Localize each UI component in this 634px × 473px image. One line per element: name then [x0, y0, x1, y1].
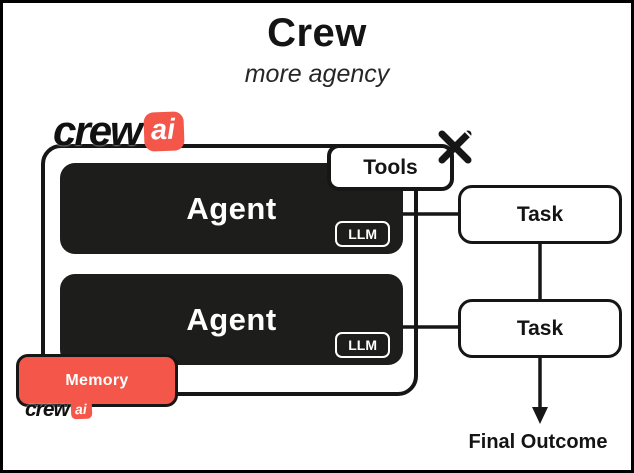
final-outcome-label: Final Outcome: [468, 431, 608, 453]
task-1-label: Task: [516, 202, 564, 226]
agent-1-label: Agent: [186, 190, 277, 226]
memory-box: Memory: [16, 354, 178, 407]
memory-label: Memory: [65, 371, 129, 389]
page-subtitle: more agency: [244, 60, 390, 88]
task-box-1: Task: [458, 185, 622, 244]
crewai-logo-small: crew ai: [25, 399, 92, 420]
page-title: Crew: [267, 11, 367, 55]
crewai-logo-crew-text: crew: [53, 107, 143, 154]
task-box-2: Task: [458, 299, 622, 358]
crewai-logo-ai-badge: ai: [143, 110, 185, 152]
tools-box: Tools: [327, 144, 454, 191]
tools-label: Tools: [363, 155, 418, 179]
arrowhead-final-outcome: [532, 407, 548, 424]
crewai-logo-small-crew-text: crew: [25, 398, 70, 421]
agent-2-label: Agent: [186, 301, 277, 337]
agent-1-llm-badge: LLM: [335, 221, 390, 247]
crew-boundary-box: [41, 144, 418, 396]
crewai-logo: crew ai: [53, 107, 185, 154]
agent-2-llm-badge: LLM: [335, 332, 390, 358]
agent-box-2: Agent LLM: [60, 274, 403, 365]
crewai-logo-small-ai-badge: ai: [70, 399, 92, 420]
crossed-tools-icon: [438, 130, 472, 164]
task-2-label: Task: [516, 316, 564, 340]
